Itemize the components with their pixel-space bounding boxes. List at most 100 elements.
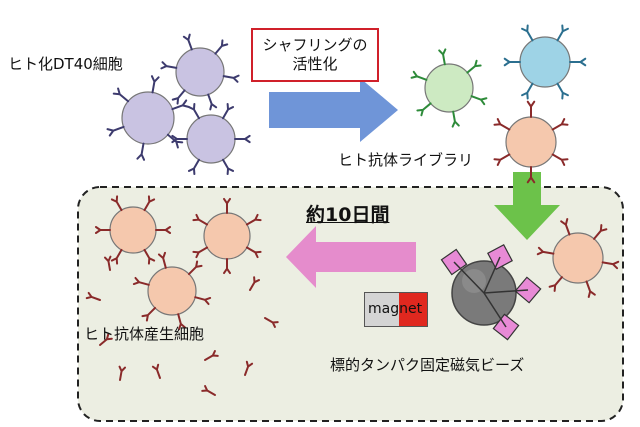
shuffle-label-line2: 活性化 xyxy=(292,55,338,73)
antibody-icon xyxy=(556,82,569,100)
producing-cell-1-body xyxy=(109,206,157,254)
free-antibody-icon xyxy=(99,333,113,346)
dt40-cell-1 xyxy=(160,33,240,111)
antibody-icon xyxy=(526,100,536,118)
library-cell-blue-body xyxy=(519,36,571,88)
magnet-label-part2: net xyxy=(399,293,428,326)
antibody-icon xyxy=(160,61,178,70)
library-cell-orange-body xyxy=(505,116,557,168)
bound-cell xyxy=(536,218,620,298)
beads-label: 標的タンパク固定磁気ビーズ xyxy=(330,356,525,374)
antibody-icon xyxy=(536,246,555,256)
antibody-icon xyxy=(551,153,569,166)
antibody-icon xyxy=(171,89,186,105)
producing-cells-label: ヒト抗体産生細胞 xyxy=(84,325,205,343)
bead-antigens xyxy=(440,244,542,341)
antibody-icon xyxy=(214,39,229,55)
antibody-icon xyxy=(223,197,231,214)
antibody-icon xyxy=(106,125,125,137)
antibody-icon xyxy=(150,75,160,94)
free-antibody-icon xyxy=(264,317,279,328)
producing-cell-2 xyxy=(192,197,262,275)
antibody-icon xyxy=(560,218,571,236)
cells-layer xyxy=(94,24,620,331)
antibody-icon xyxy=(585,280,596,298)
free-antibody-icon xyxy=(204,350,219,361)
antibody-icon xyxy=(223,258,231,275)
dt40-cell-2-body xyxy=(121,91,175,145)
free-antibody-icon xyxy=(151,363,161,379)
antibody-icon xyxy=(207,93,218,111)
antibody-icon xyxy=(245,246,262,259)
antibody-icon xyxy=(94,226,111,234)
antibody-icon xyxy=(187,158,200,176)
magnet-label-part1: mag xyxy=(365,293,400,326)
library-cell-blue xyxy=(503,24,587,100)
antibody-icon xyxy=(141,306,157,322)
library-label: ヒト抗体ライブラリ xyxy=(338,151,474,169)
duration-label: 約10日間 xyxy=(306,204,390,226)
antibody-icon xyxy=(601,260,620,270)
antibody-icon xyxy=(187,102,200,120)
antibody-icon xyxy=(171,99,190,111)
antibody-icon xyxy=(548,276,563,292)
dt40-cell-3-body xyxy=(186,114,236,164)
antibody-icon xyxy=(177,313,187,331)
antibody-icon xyxy=(416,102,432,117)
producing-cell-2-body xyxy=(203,212,251,260)
selection-arrow xyxy=(494,172,560,240)
antibody-icon xyxy=(143,195,156,212)
antibody-icon xyxy=(521,24,534,42)
antibody-icon xyxy=(556,24,569,42)
antibody-icon xyxy=(192,213,209,226)
producing-cell-1 xyxy=(94,195,172,265)
antibody-icon xyxy=(451,110,460,128)
antibody-icon xyxy=(503,57,521,67)
antibody-icon xyxy=(234,134,251,144)
antibody-icon xyxy=(182,33,193,51)
antibody-icon xyxy=(110,248,123,265)
antibody-icon xyxy=(143,248,156,265)
magnet-block: mag net xyxy=(364,292,429,327)
antibody-icon xyxy=(222,74,240,83)
free-antibody-icon xyxy=(201,385,216,396)
free-antibody-icon xyxy=(85,291,101,301)
shuffle-arrow xyxy=(269,78,398,142)
antibody-icon xyxy=(132,276,150,286)
antibody-icon xyxy=(157,251,167,269)
free-antibody-icon xyxy=(244,360,254,376)
source-cells-label: ヒト化DT40細胞 xyxy=(8,55,123,73)
producing-cell-3-body xyxy=(147,266,197,316)
antibody-icon xyxy=(112,87,130,103)
antibody-icon xyxy=(245,213,262,226)
expansion-arrow xyxy=(286,226,416,288)
library-cell-green-body xyxy=(424,63,474,113)
antibody-icon xyxy=(222,158,235,176)
antibody-icon xyxy=(493,153,511,166)
library-cell-orange xyxy=(493,100,569,184)
dt40-cell-2 xyxy=(106,75,190,161)
antibody-icon xyxy=(438,48,447,66)
antibody-icon xyxy=(569,57,587,67)
antibody-icon xyxy=(410,70,428,81)
antibody-icon xyxy=(110,195,123,212)
dt40-cell-3 xyxy=(171,102,251,176)
antibody-icon xyxy=(171,134,188,144)
antibody-icon xyxy=(470,95,488,106)
antibody-icon xyxy=(593,224,608,240)
free-antibody-icon xyxy=(249,276,260,291)
antibody-icon xyxy=(521,82,534,100)
free-antibodies-layer xyxy=(85,255,279,396)
library-cell-green xyxy=(410,48,488,128)
antibody-icon xyxy=(526,166,536,184)
antibody-icon xyxy=(187,260,203,276)
free-antibody-icon xyxy=(103,255,112,271)
shuffle-activation-box: シャフリングの 活性化 xyxy=(251,28,379,82)
antibody-icon xyxy=(493,118,511,131)
antibody-icon xyxy=(194,296,212,306)
producing-cell-3 xyxy=(132,251,212,331)
antibody-icon xyxy=(192,246,209,259)
dt40-cell-1-body xyxy=(175,47,225,97)
